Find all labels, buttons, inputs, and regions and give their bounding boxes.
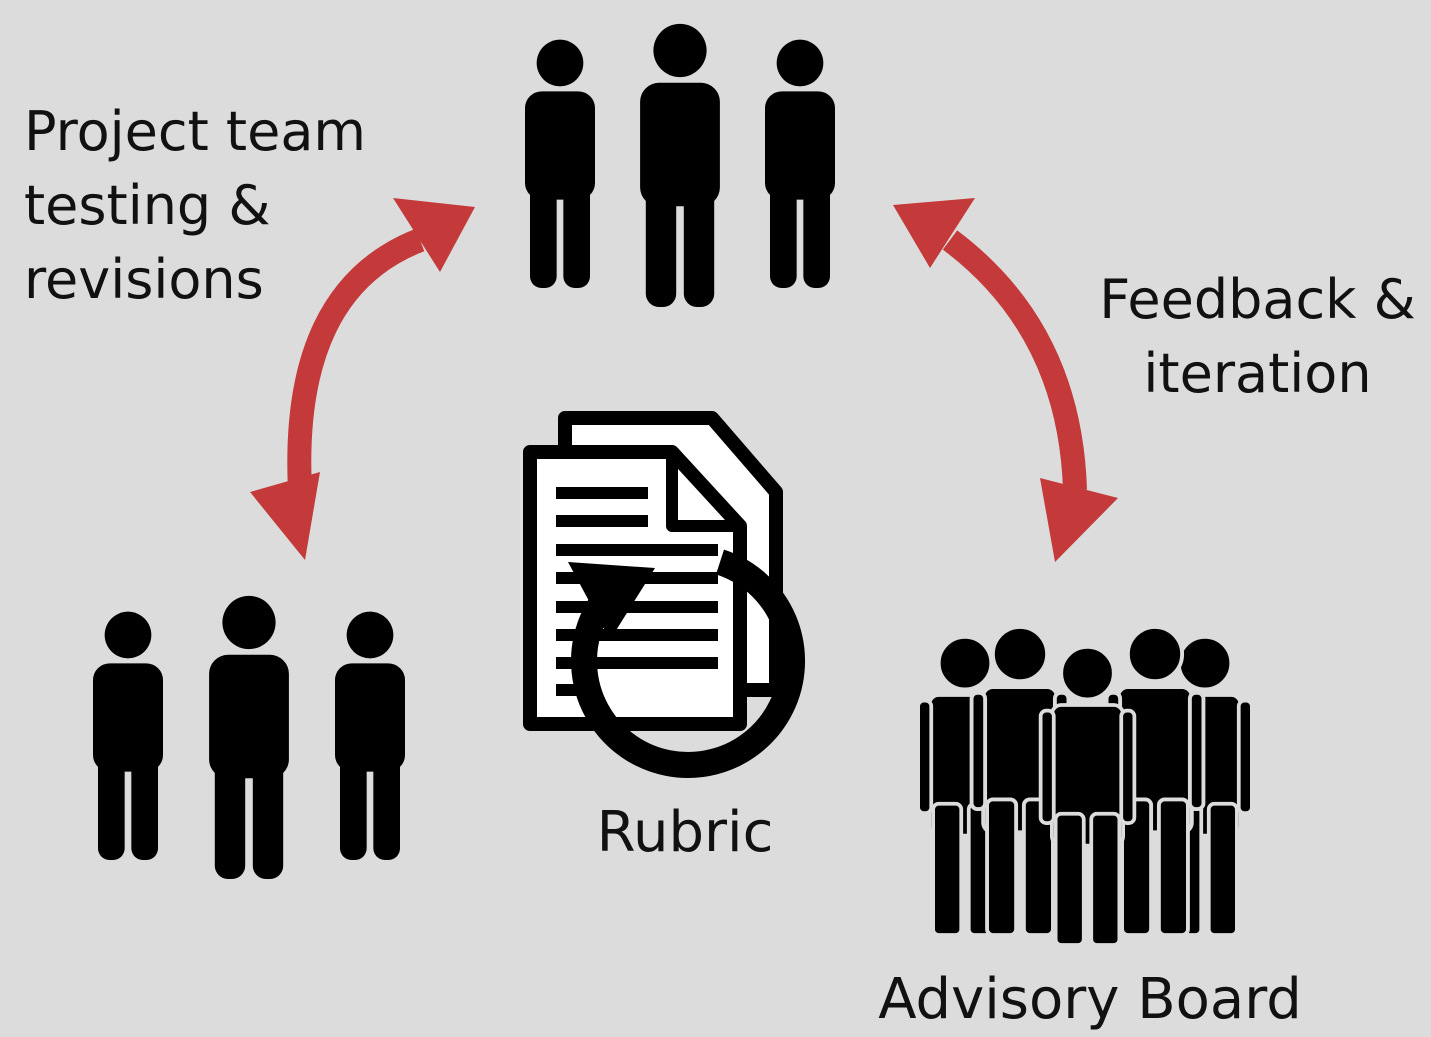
feedback-label: Feedback & iteration: [1099, 268, 1416, 405]
crowd-icon: [918, 627, 1252, 945]
people-group-icon: [525, 23, 835, 307]
arrow-left-double-icon: [250, 198, 475, 560]
rubric-label: Rubric: [596, 800, 774, 865]
arrow-right-double-icon: [893, 198, 1118, 562]
project-team-label: Project team testing & revisions: [24, 100, 367, 311]
document-cycle-icon: [523, 411, 805, 778]
people-group-icon: [93, 595, 405, 879]
advisory-board-label: Advisory Board: [878, 967, 1302, 1032]
